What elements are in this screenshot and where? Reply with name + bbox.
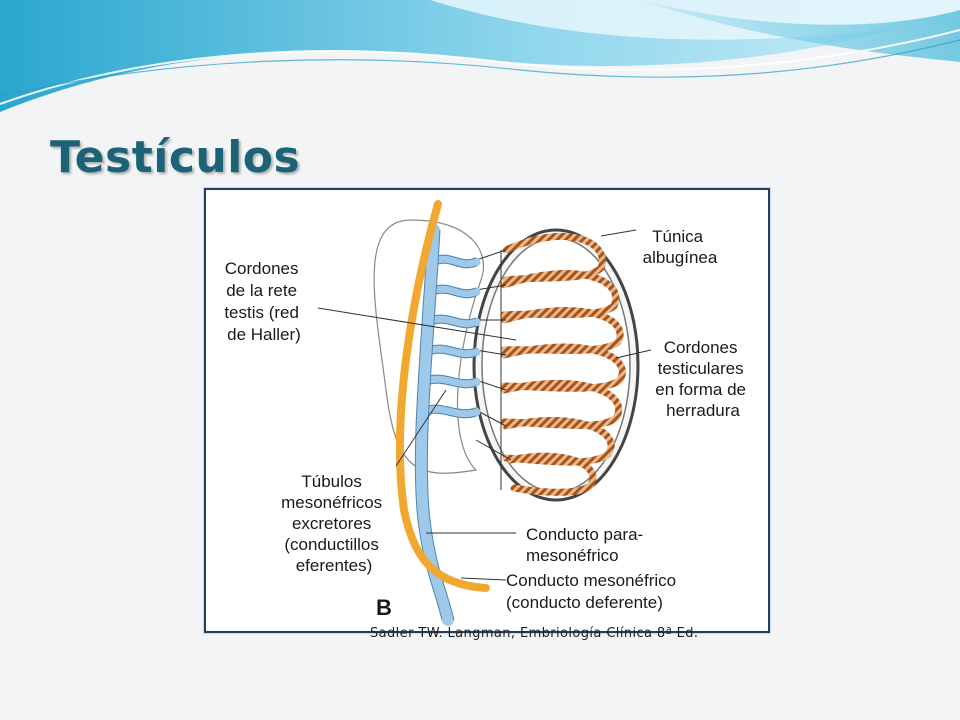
header-wave-line-2: [0, 39, 960, 97]
label-paramesonephric-duct: Conducto para- mesonéfrico: [526, 525, 648, 565]
mesonephric-tubules-outline: [427, 254, 477, 419]
leader-lines: [317, 229, 652, 581]
mesonephric-duct: [415, 224, 454, 626]
mesonephric-duct-outline: [414, 229, 455, 621]
header-wave-right: [640, 0, 960, 62]
label-mesonephric-duct: Conducto mesonéfrico (conducto deferente…: [506, 571, 681, 612]
citation: Sadler TW. Langman, Embriología Clínica …: [370, 626, 699, 641]
rete-testis: [475, 249, 512, 490]
mesonephric-tubules: [423, 254, 481, 419]
header-wave-line: [0, 29, 960, 105]
paramesonephric-duct: [395, 200, 490, 592]
testis-cords: [500, 232, 626, 496]
label-tunica-albuginea: Túnica albugínea: [643, 227, 718, 267]
gonad-envelope: [373, 219, 485, 474]
label-testis-cords: Cordones testiculares en forma de herrad…: [655, 338, 750, 420]
testis-diagram: Cordones de la rete testis (red de Halle…: [224, 200, 750, 626]
figure-frame: Cordones de la rete testis (red de Halle…: [204, 188, 770, 633]
slide-title: Testículos: [50, 132, 301, 183]
panel-letter: B: [376, 595, 392, 620]
label-mesonephric-tubules: Túbulos mesonéfricos excretores (conduct…: [281, 472, 387, 575]
label-rete-testis: Cordones de la rete testis (red de Halle…: [224, 259, 303, 344]
